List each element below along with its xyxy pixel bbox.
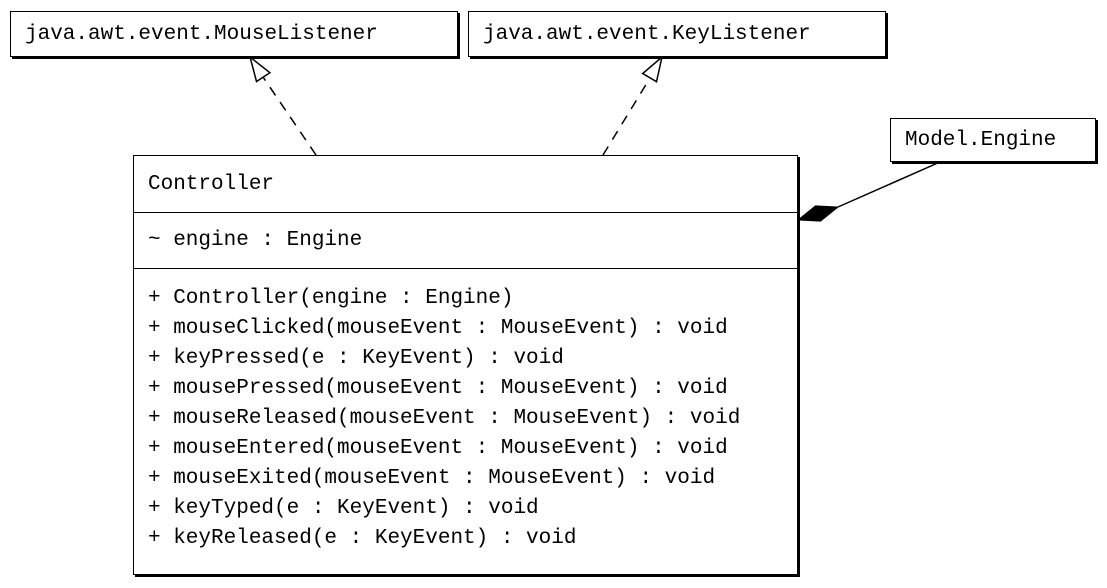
realization-arrowhead-icon: [248, 55, 272, 83]
class-node-controller: Controller ~ engine : Engine + Controlle…: [133, 155, 798, 575]
class-node-model-engine: Model.Engine: [890, 118, 1096, 162]
method-row: + mouseClicked(mouseEvent : MouseEvent) …: [148, 317, 728, 340]
method-row: + mousePressed(mouseEvent : MouseEvent) …: [148, 377, 728, 400]
interface-node-keylistener: java.awt.event.KeyListener: [468, 11, 886, 57]
composition-line: [837, 161, 941, 208]
class-name-label: Model.Engine: [905, 128, 1057, 152]
method-row: + mouseExited(mouseEvent : MouseEvent) :…: [148, 467, 716, 490]
interface-node-mouselistener: java.awt.event.MouseListener: [10, 11, 458, 57]
composition-connector-engine: [796, 161, 941, 222]
method-row: + Controller(engine : Engine): [148, 287, 514, 310]
realization-arrowhead-icon: [641, 54, 664, 83]
realization-connector-mouselistener: [248, 55, 317, 156]
interface-name-label: java.awt.event.MouseListener: [25, 22, 378, 46]
realization-line: [262, 76, 317, 156]
interface-name-label: java.awt.event.KeyListener: [483, 22, 811, 46]
method-row: + keyPressed(e : KeyEvent) : void: [148, 347, 564, 370]
composition-diamond-icon: [796, 205, 840, 222]
class-attributes-compartment: ~ engine : Engine: [134, 213, 797, 269]
attribute-row: ~ engine : Engine: [148, 229, 363, 252]
method-row: + keyReleased(e : KeyEvent) : void: [148, 527, 577, 550]
class-name-compartment: Controller: [134, 156, 797, 213]
class-name-label: Controller: [148, 172, 275, 196]
realization-connector-keylistener: [602, 54, 664, 156]
class-methods-compartment: + Controller(engine : Engine) + mouseCli…: [134, 269, 797, 554]
method-row: + mouseReleased(mouseEvent : MouseEvent)…: [148, 407, 741, 430]
method-row: + mouseEntered(mouseEvent : MouseEvent) …: [148, 437, 728, 460]
method-row: + keyTyped(e : KeyEvent) : void: [148, 497, 539, 520]
realization-line: [602, 77, 651, 156]
